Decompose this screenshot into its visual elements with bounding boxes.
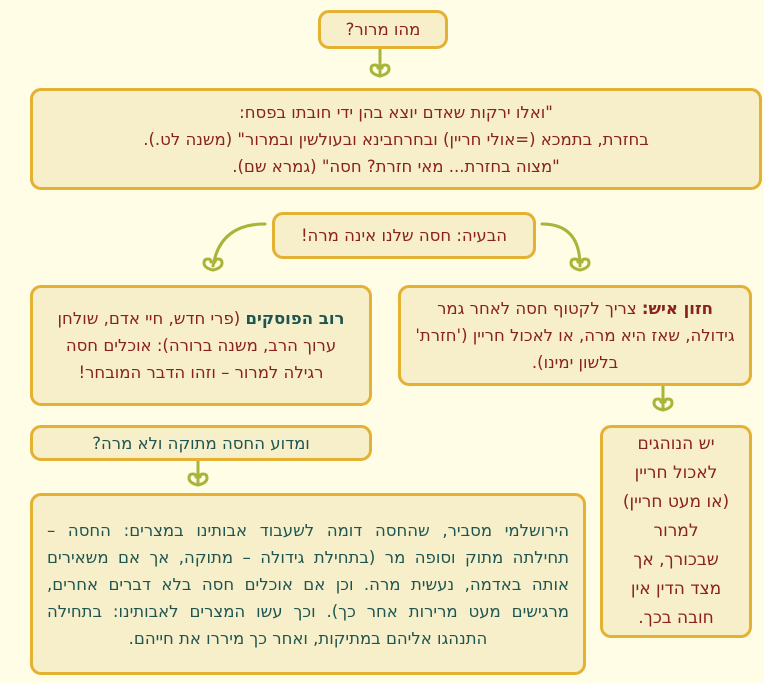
- fleur-connector-right: [652, 383, 674, 412]
- problem-box: הבעיה: חסה שלנו אינה מרה!: [272, 212, 536, 259]
- quote-line: בחזרת, בתמכא (=אולי חריין) ובחרחבינא ובע…: [143, 129, 649, 149]
- why-question: ומדוע החסה מתוקה ולא מרה?: [92, 433, 310, 453]
- title: מהו מרור?: [345, 20, 421, 39]
- custom-text: יש הנוהגים לאכול חריין (או מעט חריין) למ…: [622, 434, 730, 628]
- yerushalmi-box: הירושלמי מסביר, שהחסה דומה לשעבוד אבותינ…: [30, 493, 586, 675]
- quote-box: "ואלו ירקות שאדם יוצא בהן ידי חובתו בפסח…: [30, 88, 762, 190]
- quote-line: "מצוה בחזרת... מאי חזרת? חסה" (גמרא שם).: [232, 156, 560, 176]
- chazon-ish-box: חזון איש: צריך לקטוף חסה לאחר גמר גידולה…: [398, 285, 752, 386]
- majority-text: (פרי חדש, חיי אדם, שולחן ערוך הרב, משנה …: [57, 309, 337, 382]
- majority-box: רוב הפוסקים (פרי חדש, חיי אדם, שולחן ערו…: [30, 285, 372, 406]
- fleur-connector-bottom: [187, 458, 209, 487]
- yerushalmi-text: הירושלמי מסביר, שהחסה דומה לשעבוד אבותינ…: [47, 520, 569, 648]
- curve-left: [202, 222, 267, 272]
- chazon-ish-text: צריך לקטוף חסה לאחר גמר גידולה, שאז היא …: [415, 299, 735, 372]
- chazon-ish-heading: חזון איש:: [641, 299, 713, 318]
- curve-right: [540, 222, 591, 272]
- majority-heading: רוב הפוסקים: [245, 309, 345, 328]
- quote-line: "ואלו ירקות שאדם יוצא בהן ידי חובתו בפסח…: [239, 102, 553, 122]
- problem-text: הבעיה: חסה שלנו אינה מרה!: [300, 226, 508, 245]
- why-question-box: ומדוע החסה מתוקה ולא מרה?: [30, 425, 372, 461]
- title-box: מהו מרור?: [318, 10, 448, 49]
- custom-box: יש הנוהגים לאכול חריין (או מעט חריין) למ…: [600, 425, 752, 638]
- fleur-connector-1: [369, 46, 391, 78]
